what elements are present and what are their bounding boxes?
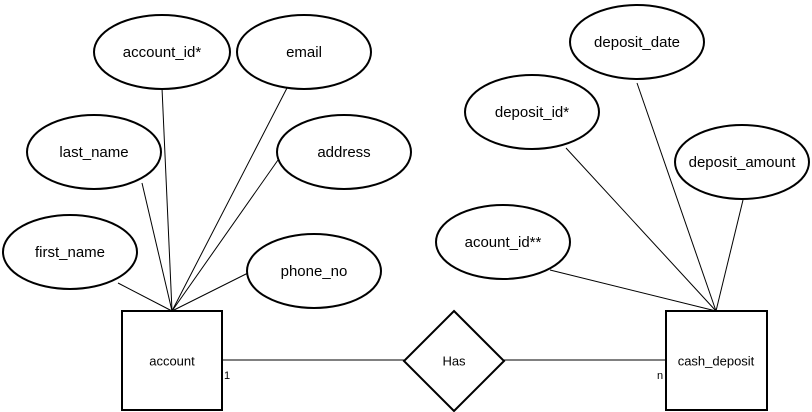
link-email: [171, 87, 288, 312]
entity-account: account: [121, 310, 223, 411]
cardinality-one: 1: [224, 370, 230, 382]
entity-cash-deposit: cash_deposit: [665, 310, 768, 411]
attribute-deposit-amount: deposit_amount: [674, 124, 810, 200]
attribute-deposit-id: deposit_id*: [464, 74, 600, 150]
link-acount-id: [549, 269, 717, 312]
account-attribute-links: [117, 87, 288, 312]
attribute-deposit-date: deposit_date: [569, 4, 705, 80]
attribute-acount-id: acount_id**: [435, 204, 571, 280]
attribute-last-name-label: last_name: [59, 144, 128, 161]
relationship-has-label: Has: [442, 353, 466, 368]
attribute-account-id: account_id*: [93, 14, 231, 90]
attribute-address: address: [276, 114, 412, 190]
attribute-account-id-label: account_id*: [123, 44, 202, 61]
attribute-first-name-label: first_name: [35, 244, 105, 261]
attribute-first-name: first_name: [2, 214, 138, 290]
entity-cash-deposit-label: cash_deposit: [678, 353, 755, 368]
attribute-last-name: last_name: [26, 114, 162, 190]
link-last-name: [141, 182, 173, 312]
link-deposit-id: [565, 147, 717, 312]
attribute-deposit-date-label: deposit_date: [594, 34, 680, 51]
attribute-phone-no-label: phone_no: [281, 263, 348, 280]
cardinality-many: n: [657, 370, 663, 382]
link-first-name: [117, 282, 173, 312]
entity-account-label: account: [149, 353, 195, 368]
attribute-deposit-id-label: deposit_id*: [495, 104, 569, 121]
attribute-email-label: email: [286, 44, 322, 61]
attribute-email: email: [236, 14, 372, 90]
attribute-deposit-amount-label: deposit_amount: [689, 154, 797, 171]
link-address: [171, 159, 279, 312]
link-deposit-date: [636, 82, 717, 312]
attribute-phone-no: phone_no: [246, 233, 382, 309]
relationship-has: Has: [402, 309, 506, 412]
link-phone-no: [171, 272, 249, 312]
attribute-acount-id-label: acount_id**: [465, 234, 542, 251]
attribute-address-label: address: [317, 144, 370, 161]
link-account-id: [161, 87, 173, 312]
link-deposit-amount: [715, 199, 744, 312]
cash-deposit-attribute-links: [549, 82, 744, 312]
